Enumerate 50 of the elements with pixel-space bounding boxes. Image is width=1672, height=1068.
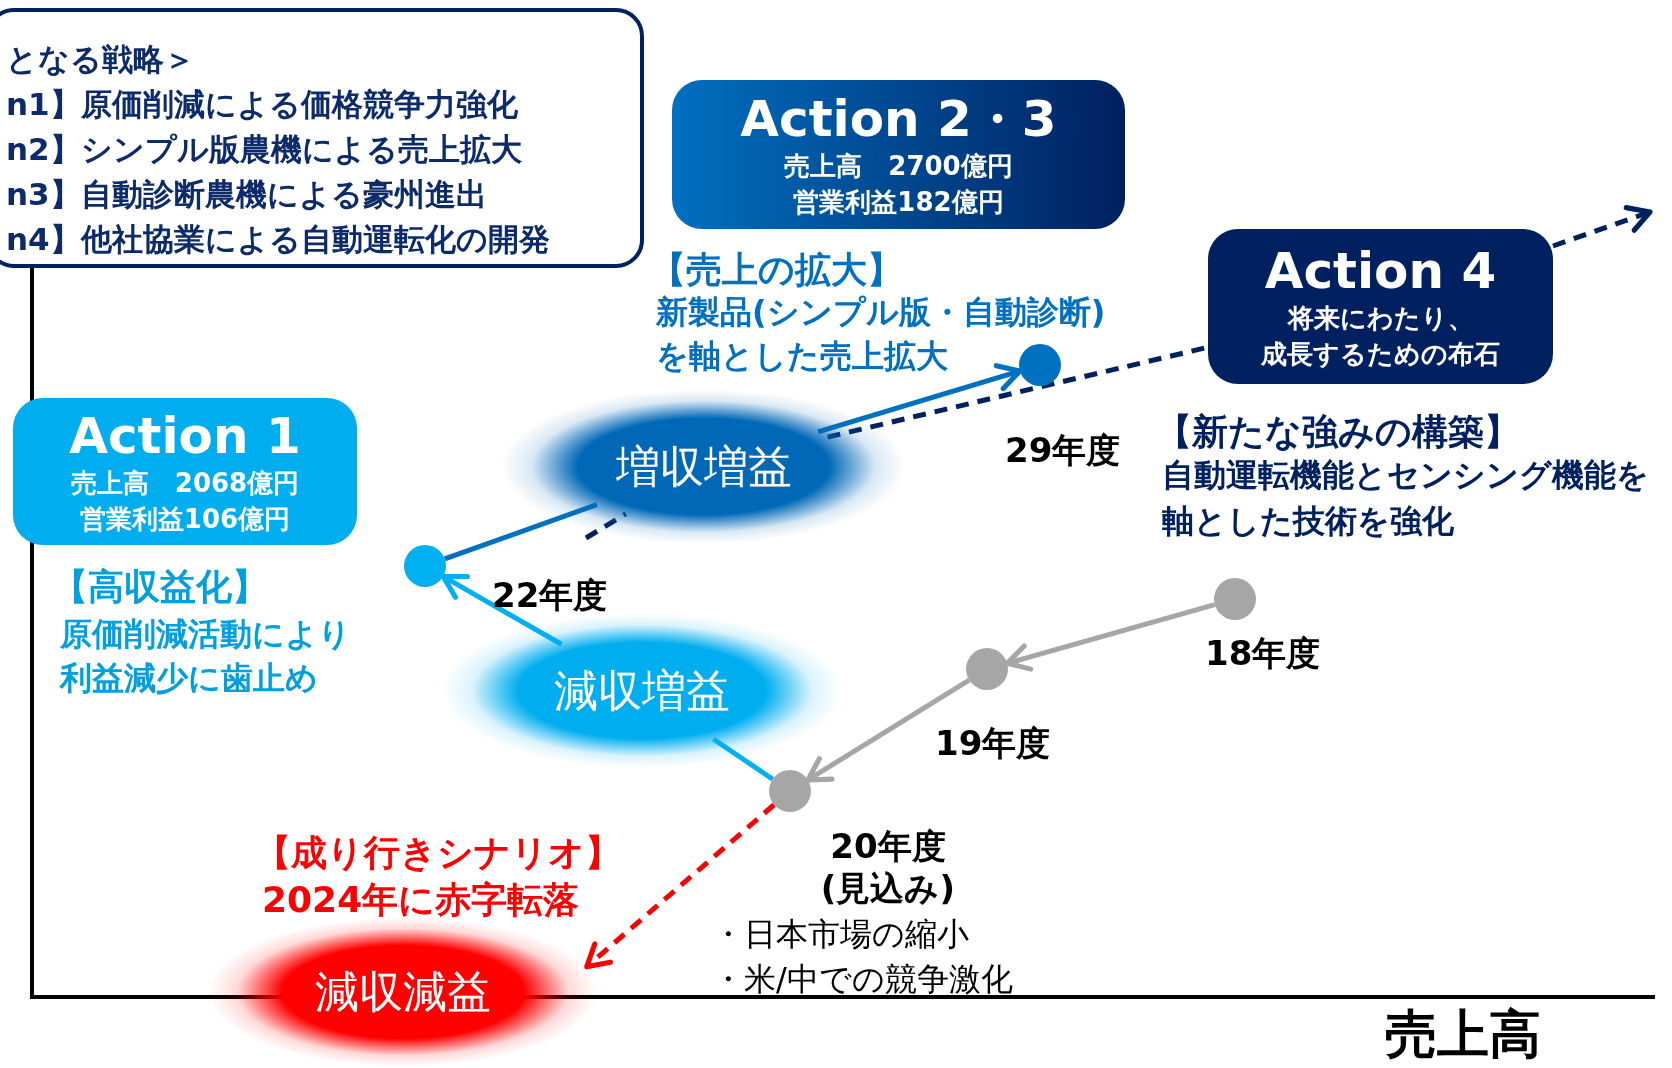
year-label: 22年度 [492,574,608,617]
description-text: 原価削減活動により利益減少に歯止め [60,614,352,699]
action-title: Action 2・3 [740,89,1057,148]
action-box [13,398,357,545]
arrow [1552,205,1653,249]
year-point [1214,578,1256,620]
year-label: 19年度 [935,722,1051,765]
arrow [440,573,563,647]
description-text: 自動運転機能とセンシング機能を軸とした技術を強化 [1162,455,1650,542]
year-point [404,545,446,587]
action-box [1208,229,1553,384]
heading-text: 【新たな強みの構築】 [1156,410,1520,454]
arrow [584,802,776,970]
action-detail: 売上高 2700億円 [783,149,1014,183]
ellipse-label: 減収減益 [315,965,491,1019]
action-box [672,80,1125,229]
action-title: Action 1 [69,406,301,465]
arrow [1004,602,1216,672]
arrow [817,363,1023,435]
heading-text: 【売上の拡大】 [650,248,903,292]
year-label: 20年度 (見込み) [819,825,956,909]
connector-line [711,736,775,782]
strategy-item: n1】原価削減による価格競争力強化 [6,85,519,124]
year-point [966,648,1008,690]
action-detail: 営業利益182億円 [792,185,1005,219]
year-point [769,770,811,812]
action-title: Action 4 [1264,241,1497,300]
action-detail: 営業利益106億円 [78,502,292,536]
connector-line [584,511,628,541]
strategy-item: n4】他社協業による自動運転化の開発 [6,220,551,259]
action-detail: 売上高 2068億円 [69,466,301,500]
ellipse-label: 減収増益 [554,663,730,718]
heading-text: 【成り行きシナリオ】 [255,831,621,875]
strategy-box [0,8,644,268]
heading-text: となる戦略＞ [6,40,196,79]
strategy-item: n2】シンプル版農機による売上拡大 [6,130,523,169]
note-text: ・米/中での競争激化 [712,959,1013,1000]
connector-line [443,502,598,562]
note-text: 2024年に赤字転落 [262,878,580,922]
arrow [805,677,971,783]
ellipse-label: 増収増益 [615,439,792,494]
description-text: 新製品(シンプル版・自動診断)を軸とした売上拡大 [656,292,1107,377]
action-detail: 将来にわたり、成長するための布石 [1260,301,1501,371]
year-label: 29年度 [1005,429,1121,472]
axis-label: 売上高 [1385,1008,1541,1060]
year-point [1019,344,1061,386]
strategy-item: n3】自動診断農機による豪州進出 [6,175,488,214]
heading-text: 【高収益化】 [52,565,268,609]
year-label: 18年度 [1205,632,1321,675]
note-text: ・日本市場の縮小 [712,914,969,955]
